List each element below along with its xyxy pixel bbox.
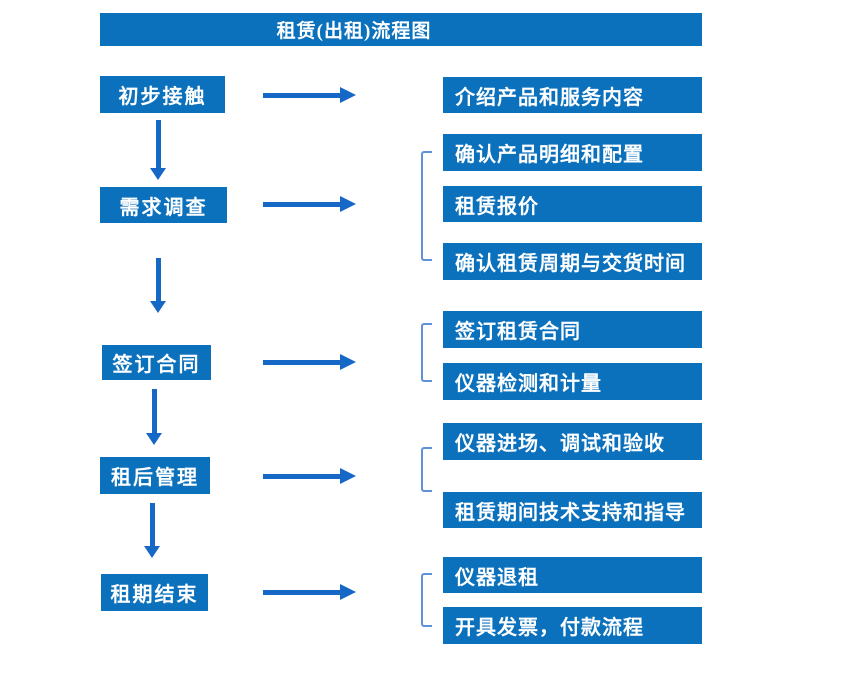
arrow-head bbox=[150, 168, 166, 180]
step-box-initial-contact: 初步接触 bbox=[100, 76, 225, 113]
step-label: 签订合同 bbox=[112, 354, 201, 376]
output-label: 仪器检测和计量 bbox=[455, 373, 602, 395]
step-label: 租期结束 bbox=[110, 584, 199, 606]
output-label: 开具发票，付款流程 bbox=[455, 617, 644, 639]
right-arrow-3 bbox=[263, 354, 356, 371]
output-label: 租赁期间技术支持和指导 bbox=[455, 501, 686, 524]
output-label: 签订租赁合同 bbox=[455, 321, 581, 343]
flowchart-title-bar: 租赁(出租)流程图 bbox=[100, 13, 702, 46]
output-label: 介绍产品和服务内容 bbox=[455, 86, 644, 109]
arrow-head bbox=[144, 546, 160, 558]
output-box-instrument-return: 仪器退租 bbox=[443, 557, 702, 593]
step-label: 初步接触 bbox=[118, 86, 207, 108]
step-label: 租后管理 bbox=[111, 467, 199, 489]
output-label: 仪器退租 bbox=[455, 566, 539, 589]
right-arrow-2 bbox=[263, 196, 356, 213]
output-box-confirm-period: 确认租赁周期与交货时间 bbox=[443, 243, 702, 280]
arrow-shaft bbox=[263, 474, 341, 479]
down-arrow-3 bbox=[146, 389, 163, 445]
arrow-shaft bbox=[263, 202, 341, 207]
output-box-instrument-testing: 仪器检测和计量 bbox=[443, 363, 702, 400]
arrow-head bbox=[146, 433, 162, 445]
output-box-sign-rental-contract: 签订租赁合同 bbox=[443, 311, 702, 348]
down-arrow-2 bbox=[150, 258, 167, 313]
output-box-confirm-details: 确认产品明细和配置 bbox=[443, 134, 702, 171]
down-arrow-1 bbox=[150, 120, 167, 180]
arrow-shaft bbox=[152, 389, 157, 433]
step-box-demand-survey: 需求调查 bbox=[100, 187, 227, 223]
arrow-shaft bbox=[263, 590, 341, 595]
arrow-shaft bbox=[150, 503, 155, 546]
arrow-head bbox=[340, 584, 356, 600]
arrow-shaft bbox=[156, 258, 161, 301]
right-arrow-5 bbox=[263, 584, 356, 601]
right-arrow-4 bbox=[263, 468, 356, 485]
step-box-sign-contract: 签订合同 bbox=[102, 345, 211, 380]
step-label: 需求调查 bbox=[119, 196, 208, 219]
arrow-head bbox=[150, 301, 166, 313]
output-label: 仪器进场、调试和验收 bbox=[455, 433, 665, 455]
arrow-head bbox=[340, 354, 356, 370]
output-label: 确认产品明细和配置 bbox=[455, 144, 644, 166]
output-label: 租赁报价 bbox=[455, 195, 539, 218]
group-bracket-sign-contract bbox=[421, 323, 432, 382]
arrow-shaft bbox=[263, 360, 341, 365]
down-arrow-4 bbox=[144, 503, 161, 558]
arrow-head bbox=[340, 468, 356, 484]
group-bracket-post-rental bbox=[421, 447, 432, 492]
right-arrow-1 bbox=[263, 87, 356, 104]
arrow-head bbox=[340, 87, 356, 103]
output-box-rental-quote: 租赁报价 bbox=[443, 186, 702, 222]
output-box-introduce-products: 介绍产品和服务内容 bbox=[443, 77, 702, 113]
output-box-invoice-payment: 开具发票，付款流程 bbox=[443, 607, 702, 644]
output-box-technical-support: 租赁期间技术支持和指导 bbox=[443, 492, 702, 528]
group-bracket-demand-survey bbox=[421, 151, 432, 261]
output-box-instrument-setup: 仪器进场、调试和验收 bbox=[443, 423, 702, 460]
step-box-rental-end: 租期结束 bbox=[101, 574, 208, 611]
output-label: 确认租赁周期与交货时间 bbox=[455, 253, 686, 275]
flowchart-title: 租赁(出租)流程图 bbox=[276, 21, 432, 42]
step-box-post-rental-management: 租后管理 bbox=[100, 457, 210, 494]
arrow-shaft bbox=[156, 120, 161, 168]
arrow-shaft bbox=[263, 93, 341, 98]
arrow-head bbox=[340, 196, 356, 212]
group-bracket-rental-end bbox=[421, 573, 432, 627]
